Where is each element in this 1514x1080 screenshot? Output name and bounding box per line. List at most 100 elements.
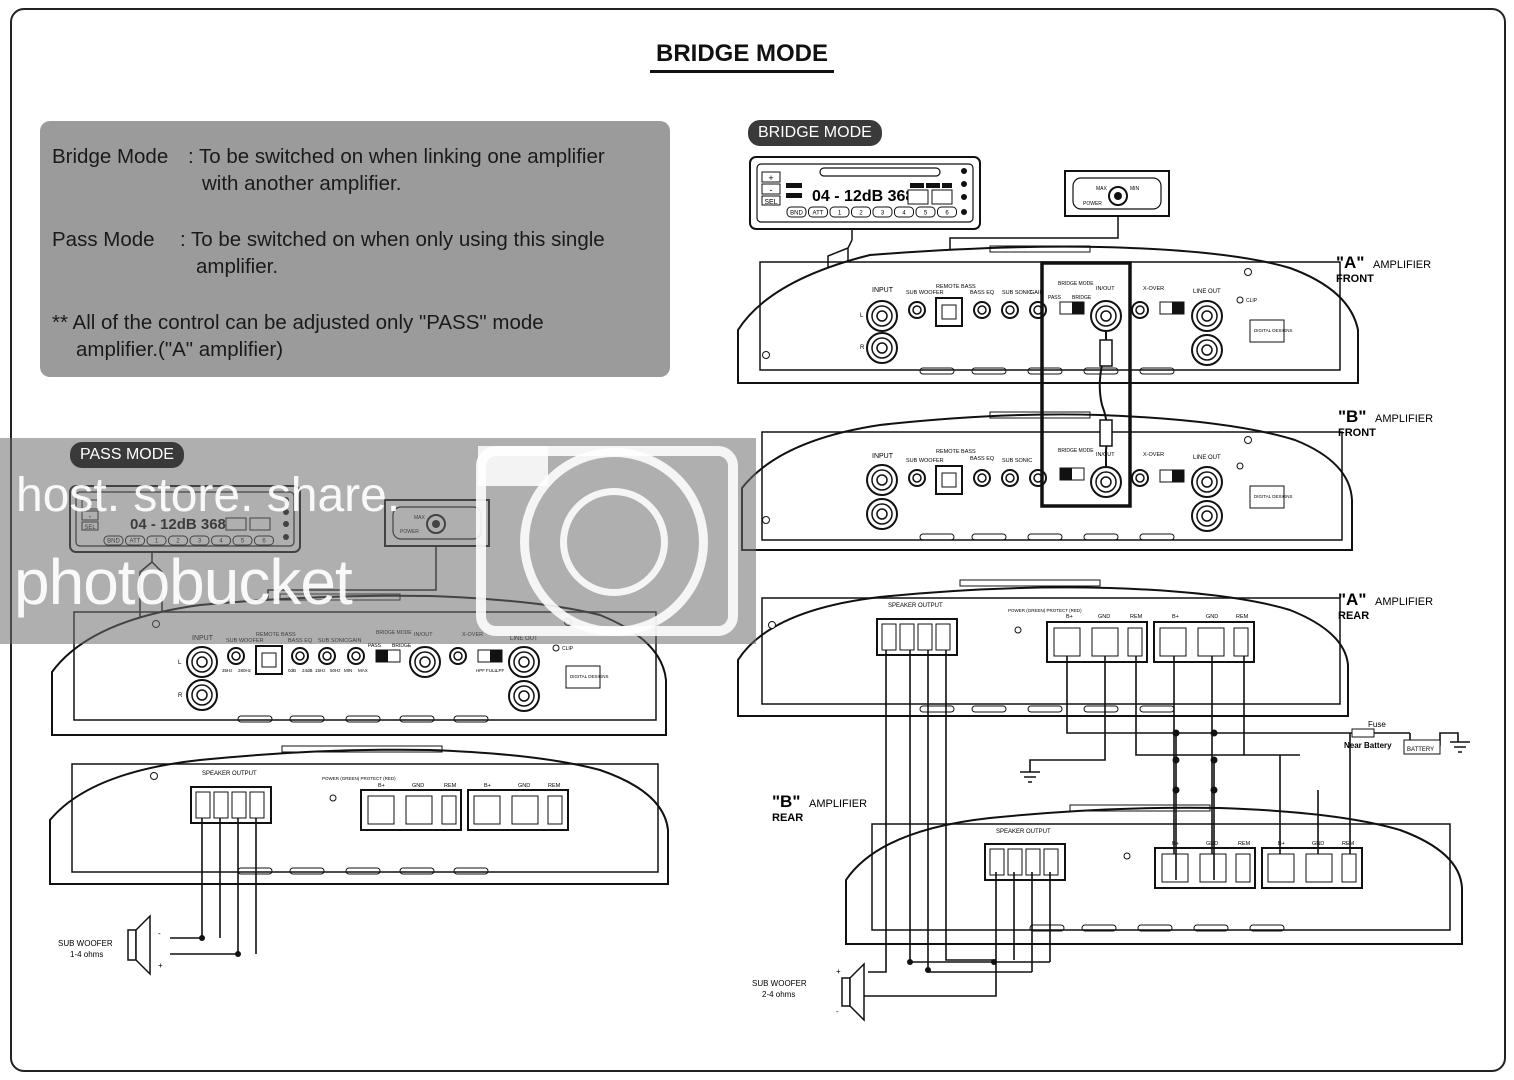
svg-text:-: - [158,929,161,938]
svg-text:POWER (GREEN) PROTECT (RED): POWER (GREEN) PROTECT (RED) [1008,608,1082,613]
svg-text:REM: REM [444,783,457,789]
pass-mode-text-2: amplifier. [196,255,279,278]
svg-text:REM: REM [1342,841,1355,847]
amp-a-front: INPUT L R SUB WOOFER REMOTE BASS BASS EQ… [737,245,1359,384]
head-unit-plus: + [768,173,773,183]
preset-button [829,206,850,218]
amp-b-front: INPUT SUB WOOFER REMOTE BASS BASS EQ SUB… [741,411,1353,551]
battery-icon [1403,739,1441,755]
svg-text:FULL: FULL [486,668,498,673]
svg-text:REAR: REAR [772,812,803,824]
head-unit-sel: SEL [764,199,777,206]
preset-button [894,206,914,218]
fuse-icon [1351,728,1375,738]
preset-button-label: 3 [881,211,885,217]
camera-tab-icon [478,446,548,486]
camera-lens-inner-icon [560,488,668,596]
svg-text:CLIP: CLIP [562,646,574,652]
svg-text:BASS EQ: BASS EQ [970,290,995,296]
svg-text:CLIP: CLIP [1246,298,1258,304]
svg-text:AMPLIFIER: AMPLIFIER [1375,413,1433,425]
svg-text:MAX: MAX [358,668,368,673]
bridge-mode-text-2: with another amplifier. [202,172,402,195]
svg-text:"B": "B" [772,792,800,811]
svg-text:AMPLIFIER: AMPLIFIER [1373,259,1431,271]
sub-woofer-pass-label: SUB WOOFER [58,939,113,948]
svg-text:B+: B+ [484,783,491,789]
preset-button-label: 4 [902,211,906,217]
svg-text:POWER: POWER [1083,201,1102,207]
svg-text:PASS: PASS [1048,295,1062,301]
svg-text:24dB: 24dB [302,668,313,673]
svg-text:15Hz: 15Hz [315,668,326,673]
svg-text:B+: B+ [1066,614,1073,620]
pass-mode-text: : To be switched on when only using this… [180,228,605,251]
preset-button [851,206,871,218]
bridge-speaker-wiring [858,650,1051,997]
watermark-tagline: host. store. share. [16,469,401,522]
svg-text:BRIDGE MODE: BRIDGE MODE [1058,448,1094,454]
preset-button [808,206,828,218]
svg-text:280Hz: 280Hz [238,668,252,673]
amp-labels: "A" AMPLIFIER FRONT "B" AMPLIFIER FRONT … [772,253,1433,824]
svg-text:0dB: 0dB [288,668,296,673]
svg-text:GND: GND [518,783,530,789]
svg-text:"A": "A" [1336,253,1364,272]
svg-text:FRONT: FRONT [1338,427,1376,439]
bridge-mode-pill: BRIDGE MODE [748,120,882,146]
svg-text:B+: B+ [1278,841,1285,847]
svg-text:+: + [836,967,841,976]
svg-text:GND: GND [1098,614,1110,620]
bridge-mode-text: : To be switched on when linking one amp… [188,145,605,168]
svg-text:R: R [178,693,183,699]
svg-text:BASS EQ: BASS EQ [970,456,995,462]
svg-text:-: - [836,1007,839,1016]
svg-text:+: + [158,961,163,970]
remote-bass-knob: MAX MIN POWER [1064,170,1170,217]
svg-text:SPEAKER OUTPUT: SPEAKER OUTPUT [202,771,257,777]
svg-text:IN/OUT: IN/OUT [1096,286,1115,292]
svg-text:REAR: REAR [1338,610,1369,622]
svg-text:REMOTE BASS: REMOTE BASS [936,284,976,290]
footnote-2: amplifier.("A" amplifier) [76,338,284,361]
svg-text:X-OVER: X-OVER [1143,286,1164,292]
pass-amp-rear: SPEAKER OUTPUT POWER (GREEN) PROTECT (RE… [49,745,669,885]
svg-text:GAIN: GAIN [1030,290,1043,296]
svg-text:HPF: HPF [476,668,485,673]
svg-text:INPUT: INPUT [872,287,894,294]
footnote: ** All of the control can be adjusted on… [52,311,544,334]
svg-text:MAX: MAX [1096,186,1108,192]
svg-text:GND: GND [1206,614,1218,620]
svg-text:REM: REM [1238,841,1251,847]
preset-button [786,206,807,218]
subwoofer-bridge: + - [836,962,865,1022]
svg-text:SPEAKER OUTPUT: SPEAKER OUTPUT [996,829,1051,835]
svg-text:X-OVER: X-OVER [1143,452,1164,458]
svg-text:DIGITAL DESIGNS: DIGITAL DESIGNS [570,674,609,679]
amp-a-front-inputs: INPUT L R [860,287,898,364]
svg-text:SUB WOOFER: SUB WOOFER [906,290,944,296]
svg-text:LINE OUT: LINE OUT [1193,455,1221,461]
sub-woofer-bridge-label: SUB WOOFER [752,979,807,988]
svg-text:REM: REM [1130,614,1143,620]
bridge-highlight-box [1040,261,1132,508]
svg-text:BRIDGE: BRIDGE [1072,295,1092,301]
battery-label: BATTERY [1407,747,1434,753]
svg-text:REMOTE BASS: REMOTE BASS [936,449,976,455]
amp-b-rear: SPEAKER OUTPUT B+ GND REM B+ GND REM [845,804,1463,945]
preset-button-label: BND [790,211,803,217]
near-battery-label: Near Battery [1344,741,1392,750]
svg-text:GND: GND [412,783,424,789]
notes-box: Bridge Mode : To be switched on when lin… [40,121,670,377]
pass-mode-pill: PASS MODE [70,442,184,468]
svg-text:BRIDGE MODE: BRIDGE MODE [1058,281,1094,287]
svg-text:LPF: LPF [496,668,505,673]
svg-text:50Hz: 50Hz [330,668,341,673]
svg-text:DIGITAL DESIGNS: DIGITAL DESIGNS [1254,328,1293,333]
svg-text:SUB WOOFER: SUB WOOFER [906,458,944,464]
head-unit-minus: - [770,185,773,195]
fuse-label: Fuse [1368,720,1386,729]
head-unit-display: 04 - 12dB 3685 [812,188,923,205]
svg-text:SPEAKER OUTPUT: SPEAKER OUTPUT [888,603,943,609]
